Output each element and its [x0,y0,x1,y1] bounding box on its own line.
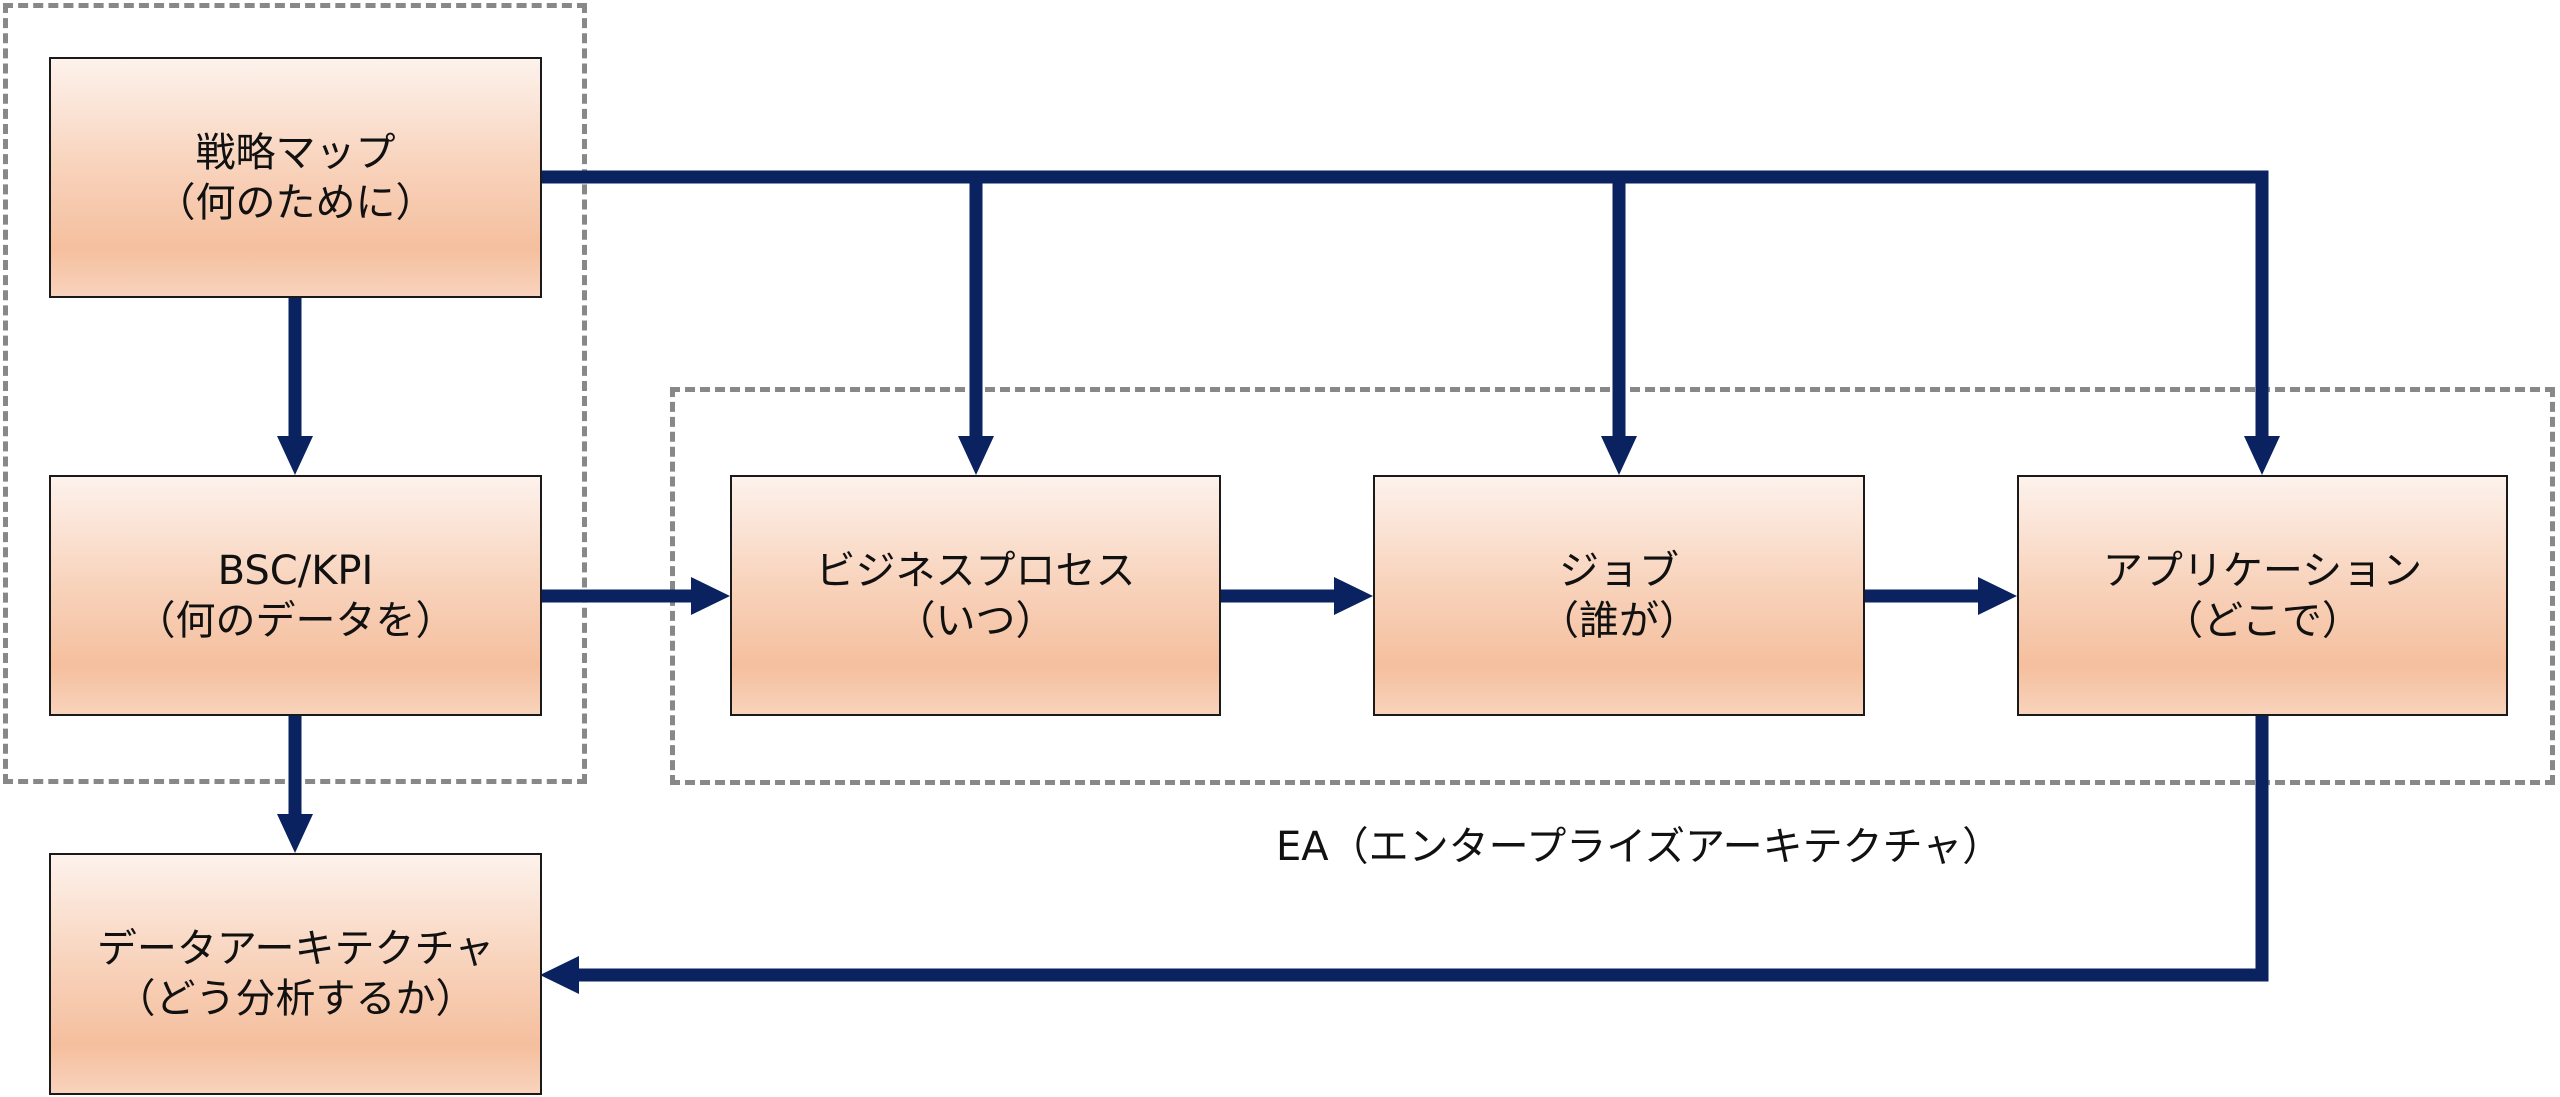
node-data-architecture: データアーキテクチャ （どう分析するか） [49,853,542,1095]
arrowhead-data-architecture [277,814,313,853]
arrowhead-business-process-top [958,436,994,475]
arrowhead-application-top [2244,436,2280,475]
node-subtitle: （いつ） [895,597,1056,644]
node-title: アプリケーション [2102,547,2423,594]
node-subtitle: （何のために） [155,179,436,226]
arrow-strategy-to-application [542,170,2269,440]
node-subtitle: （どう分析するか） [115,976,476,1022]
ea-group-label: EA（エンタープライズアーキテクチャ） [1276,824,2003,870]
node-application: アプリケーション （どこで） [2017,475,2508,716]
arrowhead-data-architecture-right [540,956,579,994]
node-title: BSC/KPI [217,547,374,594]
node-business-process: ビジネスプロセス （いつ） [730,475,1221,716]
node-bsc-kpi: BSC/KPI （何のデータを） [49,475,542,716]
node-subtitle: （誰が） [1539,597,1699,644]
node-title: ビジネスプロセス [815,547,1136,594]
arrow-application-to-data-architecture [575,716,2269,982]
arrowhead-job-left [1334,577,1373,615]
node-strategy-map: 戦略マップ （何のために） [49,57,542,298]
node-title: ジョブ [1559,547,1679,594]
node-title: 戦略マップ [195,129,396,176]
arrowhead-application-left [1978,577,2017,615]
node-subtitle: （何のデータを） [135,597,456,644]
node-subtitle: （どこで） [2163,597,2362,644]
arrowhead-business-process-left [691,577,730,615]
arrowhead-job-top [1601,436,1637,475]
arrowhead-bsc [277,436,313,475]
node-job: ジョブ （誰が） [1373,475,1865,716]
node-title: データアーキテクチャ [96,926,495,972]
